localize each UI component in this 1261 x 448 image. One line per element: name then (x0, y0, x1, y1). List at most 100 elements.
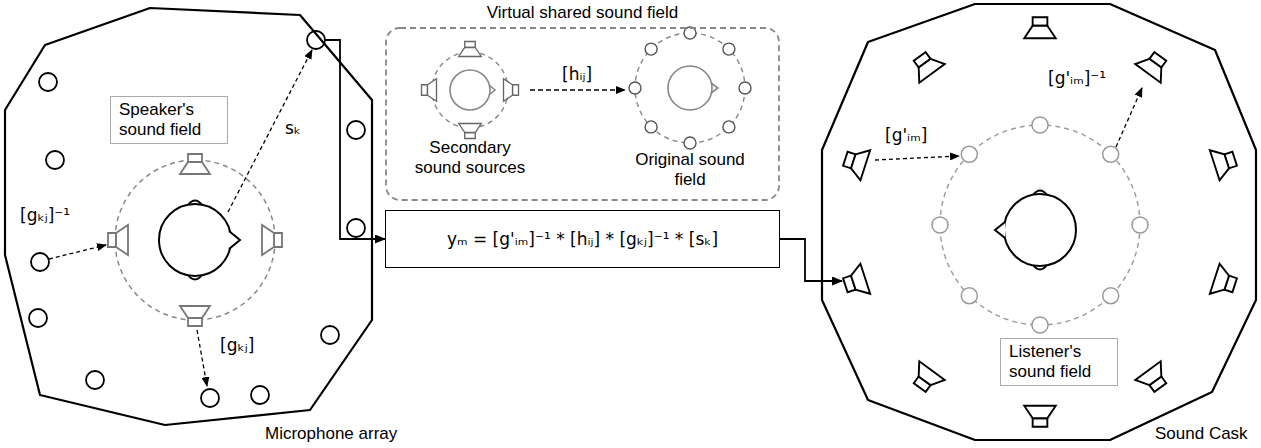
loudspeaker-symbol (1210, 264, 1240, 300)
transfer-symbol: [gₖⱼ]⁻¹ (20, 205, 70, 225)
loudspeaker-symbol (1024, 17, 1056, 38)
microphone-symbol (347, 121, 365, 139)
microphone-symbol (86, 371, 104, 389)
loudspeaker-symbol (180, 306, 210, 326)
microphone-symbol (347, 219, 365, 237)
loudspeaker-symbol (1135, 47, 1173, 83)
node-label: Sound Cask (1155, 424, 1248, 444)
transfer-symbol: [hᵢⱼ] (562, 64, 592, 84)
loudspeaker-symbol (262, 225, 282, 255)
head-nose (711, 83, 718, 93)
speaker-body (422, 85, 428, 96)
microphone-symbol (321, 326, 339, 344)
speaker-head (159, 204, 231, 276)
speaker-cone (1135, 361, 1168, 390)
signal-connector (325, 40, 385, 239)
transfer-arrow (49, 245, 106, 259)
speaker-cone (1210, 264, 1232, 298)
speaker-cone (912, 54, 945, 83)
loudspeaker-symbol (459, 124, 482, 139)
speaker-cone (912, 361, 945, 390)
node-label: Virtual shared sound field (385, 3, 780, 23)
node-label: Microphone array (265, 424, 397, 444)
microphone-symbol (46, 151, 64, 169)
virtual-head (450, 70, 490, 110)
transfer-arrow (1116, 88, 1142, 147)
head-ears (1033, 191, 1047, 270)
microphone-symbol (1032, 117, 1048, 133)
microphone-symbol (31, 253, 49, 271)
listening-circle (940, 125, 1140, 325)
loudspeaker-symbol (422, 79, 437, 102)
speaker-cone (428, 79, 437, 102)
loudspeaker-symbol (1210, 144, 1240, 180)
transfer-arrow (197, 330, 207, 386)
loudspeaker-symbol (459, 42, 482, 57)
node-label: Listener's sound field (1009, 342, 1109, 382)
listener-head (1004, 194, 1076, 266)
speaker-body (513, 85, 519, 96)
microphone-symbol (961, 288, 977, 304)
speaker-cone (262, 225, 274, 255)
loudspeaker-symbol (1024, 406, 1056, 427)
transfer-arrow (875, 156, 959, 160)
speaker-body (465, 42, 476, 48)
speaker-body (188, 154, 202, 162)
speaker-cone (848, 146, 870, 180)
speaker-cone (459, 124, 482, 133)
transfer-symbol: [gₖⱼ] (220, 335, 254, 355)
loudspeaker-symbol (108, 225, 128, 255)
loudspeaker-symbol (504, 79, 519, 102)
speaker-body (1033, 17, 1048, 25)
speaker-cone (1135, 54, 1168, 83)
transfer-symbol: [g'ᵢₘ]⁻¹ (1048, 68, 1106, 88)
transfer-symbol: sₖ (285, 118, 301, 138)
sound-cask: Sound Cask Listener's sound field (815, 0, 1261, 448)
speaker-body (188, 318, 202, 326)
signal-connector (780, 239, 842, 281)
loudspeaker-symbol (840, 264, 870, 300)
microphone-symbol (1103, 288, 1119, 304)
microphone-symbol (932, 217, 948, 233)
source-circle (432, 52, 508, 128)
part-label: Original sound field (635, 150, 745, 190)
room-wall (822, 4, 1256, 440)
microphone-symbol (684, 137, 696, 149)
head-nose (489, 85, 495, 95)
transfer-arrow (228, 50, 312, 212)
field-circle (635, 33, 745, 143)
microphone-symbol (723, 43, 735, 55)
field-label-box: Listener's sound field (1000, 338, 1118, 386)
microphone-symbol (739, 82, 751, 94)
microphone-symbol (39, 73, 57, 91)
microphone-symbol (1032, 317, 1048, 333)
speaker-cone (1024, 26, 1056, 39)
speaker-cone (180, 306, 210, 318)
head-nose (995, 222, 1005, 238)
microphone-symbol (645, 121, 657, 133)
speaker-cone (459, 48, 482, 57)
part-label: Secondary sound sources (405, 138, 535, 178)
loudspeaker-symbol (180, 154, 210, 174)
loudspeaker-symbol (907, 47, 945, 83)
microphone-symbol (645, 43, 657, 55)
speaker-cone (504, 79, 513, 102)
speaker-cone (180, 162, 210, 174)
speaker-body (1033, 418, 1048, 426)
speaker-body (465, 133, 476, 139)
reproduction-circle (115, 160, 275, 320)
room-wall (5, 8, 372, 425)
group-border (386, 28, 779, 200)
speaker-body (274, 233, 282, 247)
transfer-arrow (530, 89, 625, 90)
head-nose (229, 231, 240, 249)
microphone-symbol (29, 309, 47, 327)
microphone-symbol (723, 121, 735, 133)
head-ears (188, 201, 202, 280)
speaker-body (108, 233, 116, 247)
microphone-symbol (1132, 217, 1148, 233)
node-label: Speaker's sound field (119, 100, 219, 140)
speaker-cone (1024, 406, 1056, 419)
microphone-symbol (201, 389, 219, 407)
